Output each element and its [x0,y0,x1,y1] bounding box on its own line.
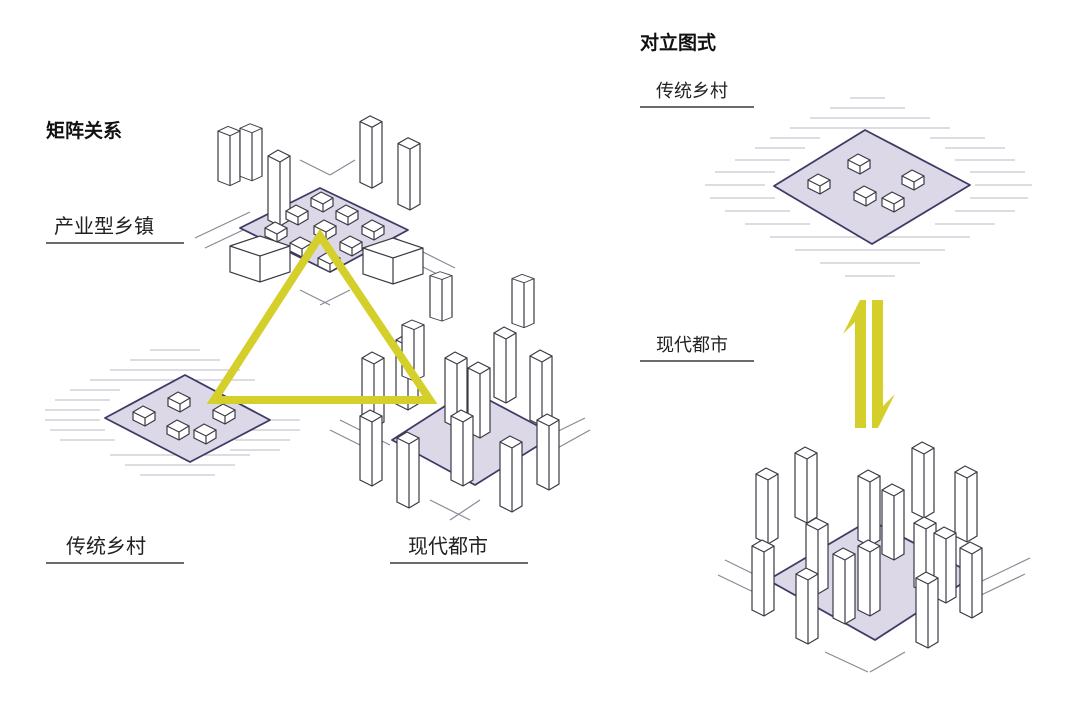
city-illustration-left [329,271,591,521]
opposition-title: 对立图式 [640,32,717,54]
city-illustration-right [717,441,1031,673]
matrix-title: 矩阵关系 [46,120,123,142]
village-illustration-right [705,97,1032,277]
city-label-right: 现代都市 [656,335,728,356]
industrial-town-illustration [194,115,456,306]
city-label-left: 现代都市 [408,534,488,558]
village-plot [773,129,971,245]
city-underline-left [390,562,528,564]
city-underline-right [640,360,754,362]
village-underline-right [640,106,754,108]
up-arrow-icon [843,300,866,428]
village-plot [104,374,271,463]
industrial-town-label: 产业型乡镇 [54,214,154,238]
village-illustration-left [45,349,300,476]
relationship-triangle [206,228,438,404]
down-arrow-icon [872,300,895,428]
village-label-right: 传统乡村 [656,81,728,102]
opposition-arrows [843,300,895,428]
village-underline-left [46,562,184,564]
industrial-town-underline [46,242,184,244]
village-label-left: 传统乡村 [66,534,146,558]
